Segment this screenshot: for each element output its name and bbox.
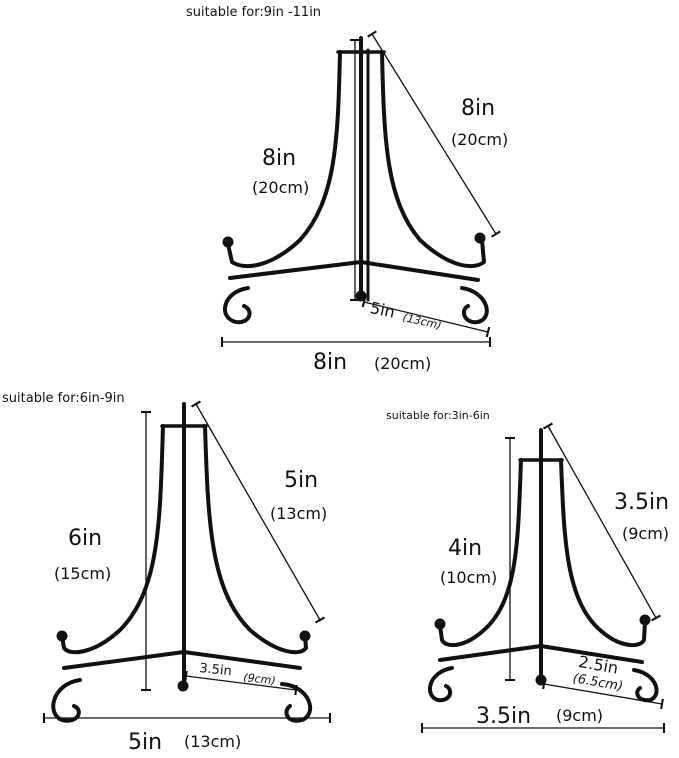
- small-width-cm: (9cm): [556, 706, 604, 725]
- medium-suitable-label: suitable for:6in-9in: [2, 391, 125, 406]
- small-suitable-label: suitable for:3in-6in: [386, 409, 490, 422]
- medium-width-cm: (13cm): [184, 732, 242, 751]
- medium-leg-cm: (13cm): [270, 504, 328, 523]
- small-height-in: 4in: [448, 536, 483, 561]
- small-width-in: 3.5in: [476, 704, 532, 729]
- medium-width-in: 5in: [128, 730, 163, 755]
- large-suitable-label: suitable for:9in -11in: [186, 5, 322, 20]
- medium-dimension-lines: [42, 400, 332, 724]
- medium-depth-cm: (9cm): [242, 671, 277, 688]
- large-height-cm: (20cm): [252, 178, 310, 197]
- small-leg-in: 3.5in: [614, 490, 670, 515]
- large-leg-in: 8in: [461, 96, 496, 121]
- large-dimension-lines: [220, 30, 501, 348]
- large-width-in: 8in: [313, 350, 348, 375]
- large-depth-in: 5in: [368, 298, 397, 322]
- small-stand: [427, 428, 659, 703]
- small-dimension-lines: [420, 422, 666, 734]
- large-height-in: 8in: [262, 146, 297, 171]
- large-width-cm: (20cm): [374, 354, 432, 373]
- medium-height-in: 6in: [68, 526, 103, 551]
- small-leg-cm: (9cm): [622, 524, 670, 543]
- medium-leg-in: 5in: [284, 468, 319, 493]
- small-height-cm: (10cm): [440, 568, 498, 587]
- large-leg-cm: (20cm): [451, 130, 509, 149]
- medium-height-cm: (15cm): [54, 564, 112, 583]
- medium-depth-in: 3.5in: [198, 661, 233, 680]
